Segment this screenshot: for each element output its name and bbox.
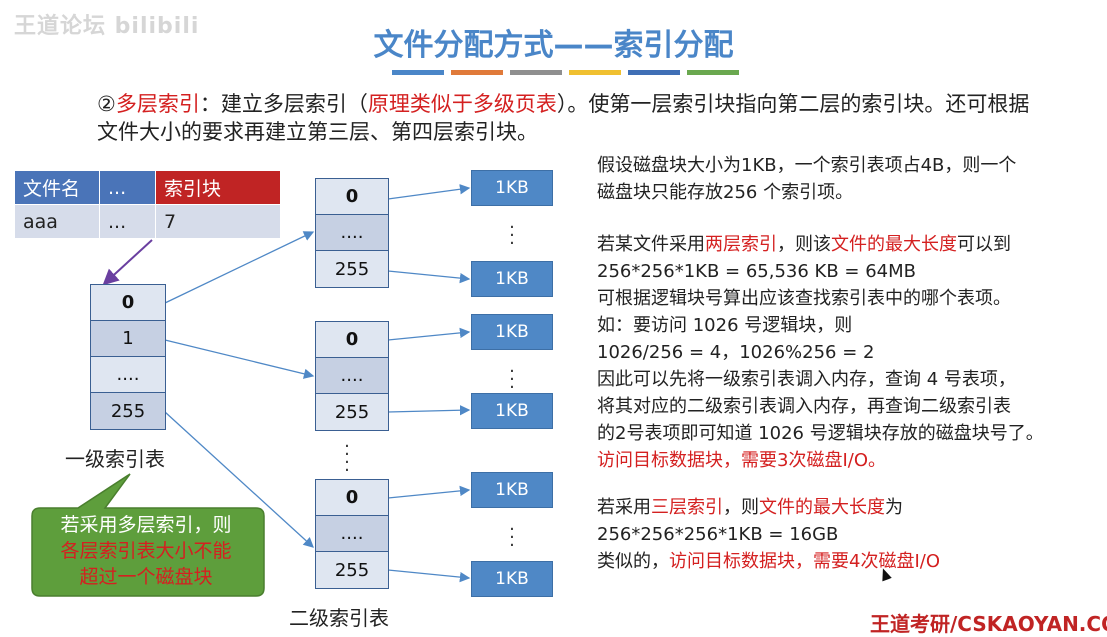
para3-line1-d: 文件的最大长度: [759, 497, 885, 518]
intro-part2: ）。使第一层索引块指向第二层的索引块。还可根据: [556, 92, 1030, 116]
para2-line1-e: 可以到: [957, 234, 1011, 255]
para3-line3: 类似的，访问目标数据块，需要4次磁盘I/O: [597, 548, 1107, 575]
callout-line2: 各层索引表大小不能: [60, 540, 232, 562]
intro-prefix: ②: [97, 92, 116, 116]
level2-index-table-last: 0 .... 255: [315, 479, 389, 589]
para2-line9: 访问目标数据块，需要3次磁盘I/O。: [597, 450, 886, 471]
para3-line1-a: 若采用: [597, 497, 651, 518]
intro-part1: ：建立多层索引（: [199, 92, 368, 116]
para2-line8: 的2号表项即可知道 1026 号逻辑块存放的磁盘块号了。: [597, 423, 1044, 444]
para3-line1-e: 为: [885, 497, 903, 518]
l2c-entry0-arrow: [387, 485, 471, 499]
data-dots-1: ···: [509, 217, 515, 254]
footer-brand: 王道考研/CSKAOYAN.COM: [870, 612, 1107, 636]
para3-line1: 若采用三层索引，则文件的最大长度为: [597, 494, 1107, 521]
callout-line3: 超过一个磁盘块: [79, 566, 213, 588]
l2c-entry255-arrow: [387, 569, 471, 583]
l1-entry255-arrow: [164, 411, 314, 548]
fcb-to-level1-arrow: [102, 239, 153, 286]
para1-line2: 磁盘块只能存放256 个索引项。: [597, 182, 854, 203]
para2-line6: 因此可以先将一级索引表调入内存，查询 4 号表项，: [597, 369, 1016, 390]
fcb-cell-ellipsis: ...: [99, 204, 156, 239]
title-stripe-yellow: [569, 70, 621, 75]
level2c-entry-dots: ....: [316, 516, 388, 552]
explanation-para2: 若某文件采用两层索引，则该文件的最大长度可以到 256*256*1KB = 65…: [597, 231, 1107, 474]
fcb-header-row: 文件名 ... 索引块: [14, 170, 281, 205]
level2a-entry-0: 0: [316, 179, 388, 215]
level2b-entry-dots: ....: [316, 358, 388, 394]
para1-line1: 假设磁盘块大小为1KB，一个索引表项占4B，则一个: [597, 155, 1017, 176]
intro-paragraph: ②多层索引：建立多层索引（原理类似于多级页表）。使第一层索引块指向第二层的索引块…: [97, 90, 1097, 146]
level2b-entry-255: 255: [316, 394, 388, 430]
para2-line7: 将其对应的二级索引表调入内存，再查询二级索引表: [597, 396, 1011, 417]
para2-line1: 若某文件采用两层索引，则该文件的最大长度可以到: [597, 231, 1107, 258]
l2a-entry255-arrow: [387, 270, 471, 284]
para2-line1-b: 两层索引: [705, 234, 777, 255]
para3-line3-a: 类似的，: [597, 551, 669, 572]
l2b-entry255-arrow: [387, 405, 471, 416]
para2-line4: 如：要访问 1026 号逻辑块，则: [597, 315, 853, 336]
fcb-data-row: aaa ... 7: [14, 204, 281, 239]
level2-vertical-dots: ····: [344, 436, 350, 481]
watermark-logo: 王道论坛 bilibili: [14, 14, 200, 39]
title-stripe-blue: [392, 70, 444, 75]
level1-label: 一级索引表: [65, 447, 165, 471]
title-stripe-orange: [451, 70, 503, 75]
slide-title: 文件分配方式——索引分配: [373, 28, 734, 63]
callout-line1: 若采用多层索引，则: [60, 514, 232, 536]
fcb-cell-filename: aaa: [14, 204, 100, 239]
intro-line2: 文件大小的要求再建立第三层、第四层索引块。: [97, 120, 538, 144]
fcb-cell-indexblock: 7: [155, 204, 281, 239]
fcb-header-filename: 文件名: [14, 170, 100, 205]
level1-entry-255: 255: [91, 393, 165, 429]
level1-entry-0: 0: [91, 285, 165, 321]
level2a-entry-dots: ....: [316, 215, 388, 251]
title-stripe-darkblue: [628, 70, 680, 75]
data-block-6: 1KB: [471, 561, 553, 597]
fcb-header-ellipsis: ...: [99, 170, 156, 205]
callout-bubble: [31, 473, 265, 597]
level2-index-table-first: 0 .... 255: [315, 178, 389, 288]
para2-line3: 可根据逻辑块号算出应该查找索引表中的哪个表项。: [597, 288, 1011, 309]
title-stripe-gray: [510, 70, 562, 75]
data-block-4: 1KB: [471, 393, 553, 429]
data-block-5: 1KB: [471, 472, 553, 508]
para3-line1-c: ，则: [723, 497, 759, 518]
level2-index-table-second: 0 .... 255: [315, 321, 389, 431]
data-block-2: 1KB: [471, 261, 553, 297]
data-block-3: 1KB: [471, 314, 553, 350]
para2-line1-d: 文件的最大长度: [831, 234, 957, 255]
para2-line5: 1026/256 = 4，1026%256 = 2: [597, 342, 875, 363]
l2b-entry0-arrow: [387, 327, 471, 341]
level2b-entry-0: 0: [316, 322, 388, 358]
l2a-entry0-arrow: [387, 184, 471, 200]
para3-line2: 256*256*256*1KB = 16GB: [597, 524, 839, 545]
fcb-header-indexblock: 索引块: [155, 170, 281, 205]
explanation-para1: 假设磁盘块大小为1KB，一个索引表项占4B，则一个 磁盘块只能存放256 个索引…: [597, 152, 1107, 206]
level1-index-table: 0 1 .... 255: [90, 284, 166, 430]
para3-line3-b: 访问目标数据块，需要4次磁盘I/O: [669, 551, 940, 572]
data-dots-3: ···: [509, 519, 515, 556]
para2-line1-c: ，则该: [777, 234, 831, 255]
intro-term: 多层索引: [115, 92, 200, 116]
l1-entry0-arrow: [164, 231, 315, 304]
title-stripe-green: [687, 70, 739, 75]
level2-label: 二级索引表: [289, 606, 389, 630]
para3-line1-b: 三层索引: [651, 497, 723, 518]
l1-entry1-arrow: [164, 339, 315, 379]
fcb-table: 文件名 ... 索引块 aaa ... 7: [14, 170, 281, 239]
callout-text: 若采用多层索引，则 各层索引表大小不能 超过一个磁盘块: [32, 512, 260, 590]
level2a-entry-255: 255: [316, 251, 388, 287]
para2-line2: 256*256*1KB = 65,536 KB = 64MB: [597, 261, 917, 282]
para2-line1-a: 若某文件采用: [597, 234, 705, 255]
level2c-entry-0: 0: [316, 480, 388, 516]
level1-entry-dots: ....: [91, 357, 165, 393]
explanation-para3: 若采用三层索引，则文件的最大长度为 256*256*256*1KB = 16GB…: [597, 494, 1107, 575]
level1-entry-1: 1: [91, 321, 165, 357]
level2c-entry-255: 255: [316, 552, 388, 588]
intro-term2: 原理类似于多级页表: [367, 92, 557, 116]
data-dots-2: ···: [509, 361, 515, 398]
data-block-1: 1KB: [471, 170, 553, 206]
